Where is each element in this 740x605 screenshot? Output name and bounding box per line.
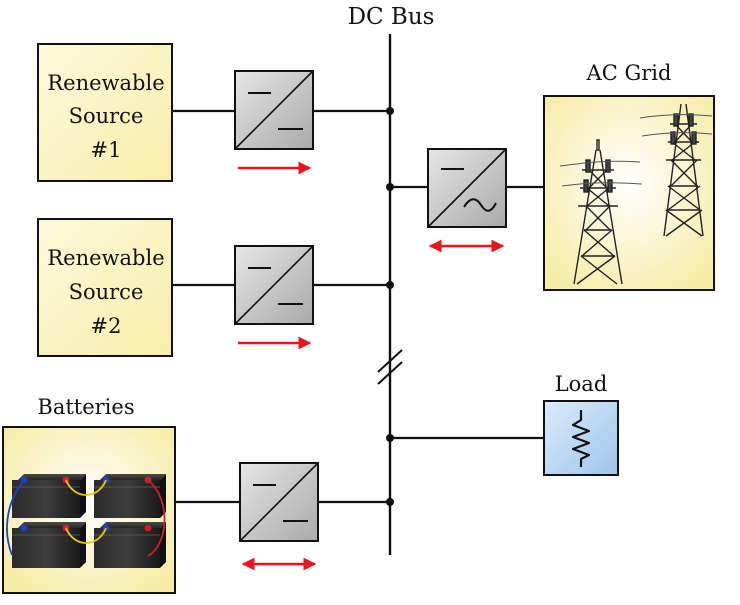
dcdc-converter-1 xyxy=(234,70,314,150)
ac-grid-label: AC Grid xyxy=(586,61,672,85)
bus-node-grid xyxy=(386,183,394,191)
renewable-source-2: Renewable Source #2 xyxy=(37,218,173,357)
transmission-tower-icon xyxy=(559,139,643,285)
source2-line3: #2 xyxy=(91,314,122,338)
load-label: Load xyxy=(555,372,608,396)
battery-cables xyxy=(6,479,166,557)
bus-break-marks xyxy=(377,349,403,385)
resistor-icon xyxy=(571,410,591,467)
bus-node-battery xyxy=(386,498,394,506)
bus-node-load xyxy=(386,434,394,442)
source1-line2: Source xyxy=(69,104,144,128)
battery-icon xyxy=(94,474,166,518)
renewable-source-1: Renewable Source #1 xyxy=(37,43,173,182)
transmission-tower-icon xyxy=(639,103,713,237)
bus-node-2 xyxy=(386,281,394,289)
dc-bus-label: DC Bus xyxy=(348,4,435,30)
dcdc-converter-battery xyxy=(239,462,319,542)
source1-line3: #1 xyxy=(91,138,122,162)
source2-line2: Source xyxy=(69,280,144,304)
batteries-label: Batteries xyxy=(37,395,134,419)
source2-line1: Renewable xyxy=(47,246,164,270)
bus-node-1 xyxy=(386,107,394,115)
dcdc-converter-2 xyxy=(234,245,314,325)
dcac-inverter xyxy=(427,148,507,228)
source1-line1: Renewable xyxy=(47,71,164,95)
ac-grid-box xyxy=(543,95,715,291)
